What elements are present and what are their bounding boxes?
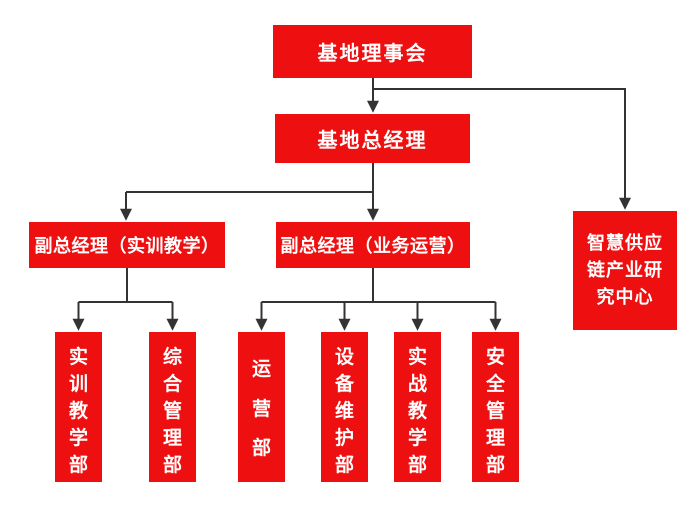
dept-label-char: 部: [162, 455, 182, 476]
dept-label-char: 管: [485, 401, 505, 422]
dept-label-char: 实: [407, 347, 427, 368]
dept-label-char: 训: [68, 374, 88, 395]
node-dept-practical-teaching: 实战教学部: [394, 332, 441, 482]
dept-label-char: 部: [407, 455, 427, 476]
node-general-manager: 基地总经理: [275, 114, 470, 163]
edge-council-research: [373, 88, 631, 210]
dept-label-char: 理: [162, 428, 182, 449]
research-center-line: 智慧供应: [587, 233, 663, 253]
dept-label-char: 理: [485, 428, 505, 449]
dept-label-char: 教: [68, 401, 88, 422]
dept-label-char: 部: [68, 455, 88, 476]
node-deputy-training: 副总经理（实训教学）: [29, 222, 225, 268]
dept-label-char: 设: [334, 347, 354, 368]
dept-label-char: 学: [68, 428, 88, 449]
node-dept-operations: 运营部: [238, 332, 285, 482]
dept-label-char: 战: [407, 374, 427, 395]
dept-label-char: 综: [162, 347, 182, 368]
dept-label-char: 维: [334, 401, 354, 422]
dept-label-char: 运: [251, 359, 271, 381]
node-research-center: 智慧供应 链产业研 究中心: [573, 211, 677, 330]
node-dept-general-admin: 综合管理部: [149, 332, 196, 482]
dept-label-char: 安: [485, 347, 505, 368]
dept-label-char: 部: [251, 437, 271, 459]
research-center-line: 究中心: [596, 287, 654, 307]
node-dept-safety-management: 安全管理部: [472, 332, 519, 482]
dept-label-char: 管: [162, 401, 182, 422]
dept-label-char: 营: [251, 398, 271, 420]
node-dept-training-teaching: 实训教学部: [55, 332, 102, 482]
dept-label-char: 合: [162, 374, 182, 395]
node-deputy-operations: 副总经理（业务运营）: [276, 222, 470, 268]
dept-label-char: 护: [334, 428, 354, 449]
research-center-line: 链产业研: [587, 260, 663, 280]
dept-label-char: 实: [68, 347, 88, 368]
dept-label-char: 备: [334, 374, 354, 395]
node-base-council: 基地理事会: [273, 25, 472, 78]
dept-label-char: 学: [407, 428, 427, 449]
dept-label-char: 部: [334, 455, 354, 476]
node-dept-equipment-maintenance: 设备维护部: [321, 332, 368, 482]
dept-label-char: 教: [407, 401, 427, 422]
dept-label-char: 部: [485, 455, 505, 476]
dept-label-char: 全: [485, 374, 505, 395]
